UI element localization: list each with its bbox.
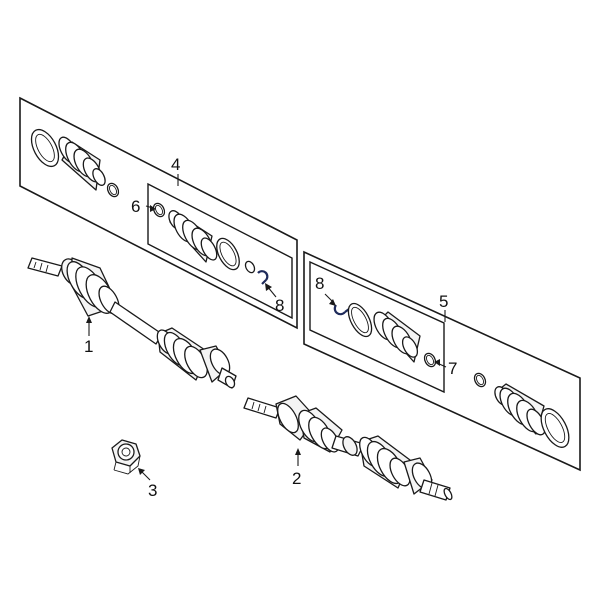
large-clamp-ring xyxy=(30,128,60,168)
callout-7: 7 xyxy=(448,359,457,378)
axle-nut: 3 xyxy=(111,439,157,500)
callout-1: 1 xyxy=(84,337,93,356)
axle-shaft-assembly-2: 2 xyxy=(243,395,453,501)
callout-6: 6 xyxy=(131,197,140,216)
small-clamp-right xyxy=(473,372,487,388)
callout-5: 5 xyxy=(439,292,448,311)
boot-kit-panel-left: 4 6 8 xyxy=(19,96,298,330)
boot-kit-panel-right: 5 7 8 xyxy=(303,250,581,472)
callout-8-right: 8 xyxy=(315,274,324,293)
small-clamp-7 xyxy=(423,352,437,368)
callout-3: 3 xyxy=(148,481,157,500)
callout-2: 2 xyxy=(292,469,301,488)
seal-ring xyxy=(244,260,256,274)
small-clamp-left xyxy=(106,182,120,198)
axle-shaft-assembly-1: 1 xyxy=(27,257,237,389)
outer-cv-boot xyxy=(58,136,106,191)
large-clamp-ring-right xyxy=(540,408,570,448)
small-clamp-6 xyxy=(152,202,166,218)
inner-cv-boot-right xyxy=(373,311,421,363)
large-clamp-inner xyxy=(216,237,240,271)
callout-8-left: 8 xyxy=(275,296,284,315)
outer-cv-boot-right xyxy=(494,383,546,436)
large-clamp-inner-right xyxy=(347,302,373,338)
inner-cv-boot xyxy=(168,210,218,263)
circlip-highlight-left xyxy=(257,270,269,285)
callout-4: 4 xyxy=(171,155,180,174)
